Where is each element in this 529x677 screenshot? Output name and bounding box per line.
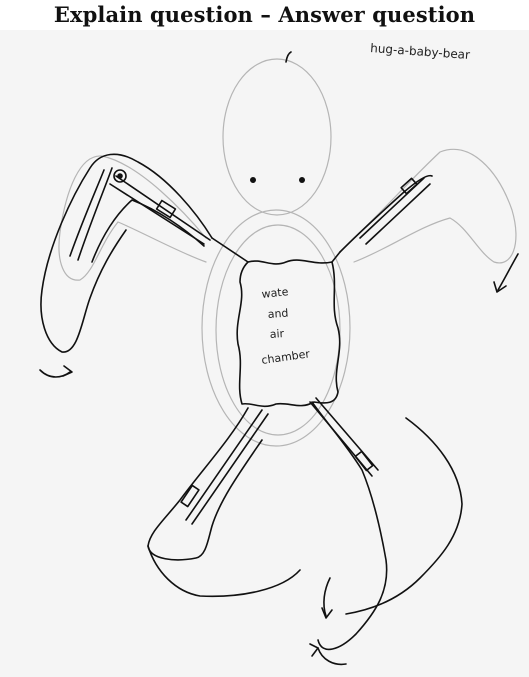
left-leg-arrowhead [322, 608, 332, 618]
left-eye [250, 177, 256, 183]
right-arm-outline [352, 149, 516, 263]
left-arm-tube-2 [78, 168, 112, 260]
right-leg-arrowhead [310, 644, 318, 656]
right-leg-piston [355, 451, 372, 470]
sketch-caption: hug-a-baby-bear [370, 41, 471, 62]
left-foot-ink [148, 546, 300, 596]
right-leg-rod-2 [316, 398, 378, 470]
right-leg-arrow [318, 648, 346, 664]
chamber-label-line-2: and [267, 307, 289, 321]
right-foot-ink [346, 418, 462, 614]
left-arm-outline [59, 156, 206, 280]
left-arm-ink-inner [92, 200, 204, 262]
left-arm-gear-hub [118, 174, 122, 178]
bear-head-outline [223, 59, 331, 215]
chamber-label-line-3: air [269, 327, 285, 341]
left-leg-ink [148, 408, 262, 560]
right-arm-rod-2 [366, 184, 430, 244]
chamber-label-line-1: wate [261, 285, 289, 301]
left-arm-rod [116, 176, 210, 240]
left-leg-rod [186, 410, 262, 520]
left-arm-rod-2 [110, 184, 204, 244]
chamber-left-connector [212, 238, 248, 262]
left-arm-arrow [40, 370, 70, 377]
left-leg-arrow [324, 578, 330, 616]
right-arm-piston [401, 178, 417, 193]
left-arm-tube [70, 170, 104, 256]
water-air-chamber [237, 260, 340, 406]
right-eye [299, 177, 305, 183]
chamber-label-line-4: chamber [261, 347, 312, 367]
